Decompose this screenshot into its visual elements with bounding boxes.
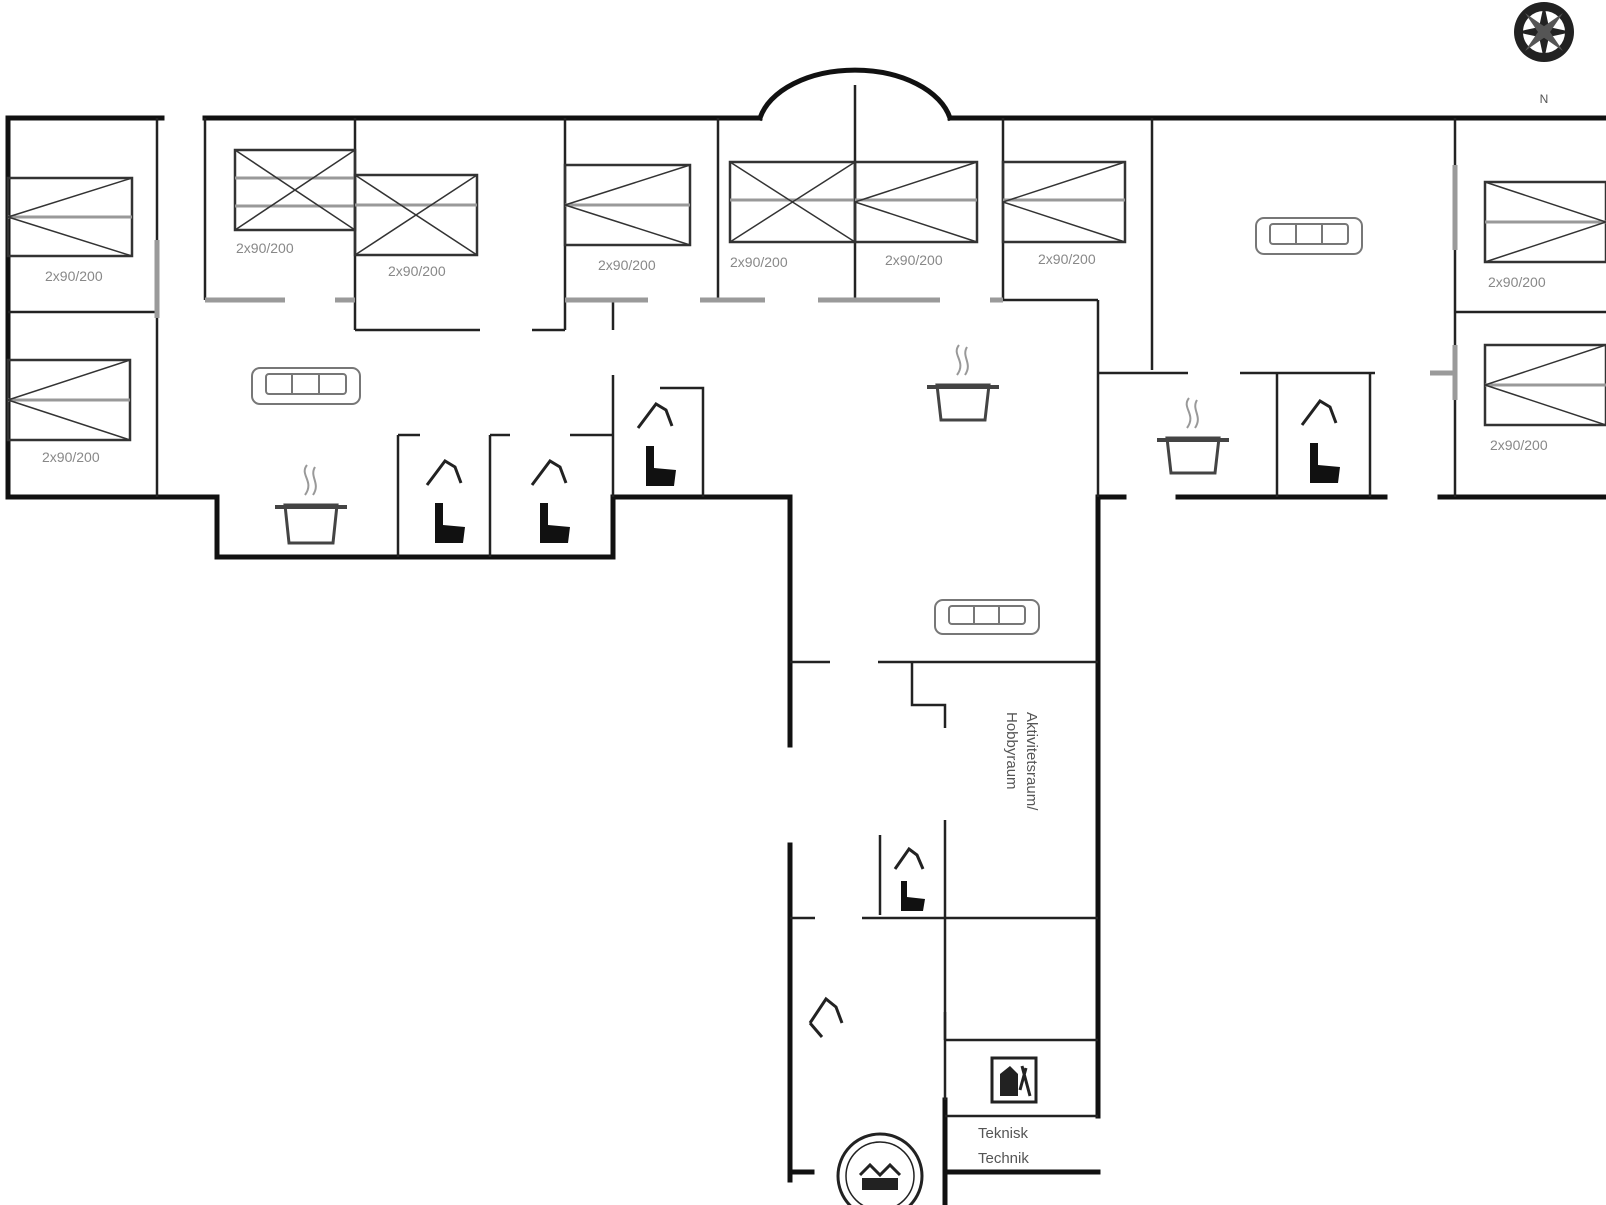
bed-label: 2x90/200 xyxy=(42,449,100,465)
bed-label: 2x90/200 xyxy=(598,257,656,273)
hobby-room-label: Hobbyraum xyxy=(1003,712,1020,790)
bed-label: 2x90/200 xyxy=(388,263,446,279)
cooking-pot-icon xyxy=(275,344,1229,545)
sofa-icon xyxy=(251,217,1363,635)
bed-labels: 2x90/200 2x90/200 2x90/200 2x90/200 2x90… xyxy=(42,240,1548,465)
bed-label: 2x90/200 xyxy=(45,268,103,284)
compass-icon xyxy=(1514,2,1574,62)
technical-room-label-da: Teknisk xyxy=(978,1125,1029,1142)
bed-label: 2x90/200 xyxy=(730,254,788,270)
washing-machine-icon xyxy=(990,1056,1038,1104)
bed-label: 2x90/200 xyxy=(1490,437,1548,453)
toilet-icon xyxy=(425,399,1340,1038)
heat-pump-icon xyxy=(836,1132,924,1205)
room-label-activity: Aktivitetsraum/ Hobbyraum xyxy=(1003,712,1040,811)
technical-room-label-de: Technik xyxy=(978,1150,1029,1167)
bed-icon xyxy=(6,148,1606,442)
bed-label: 2x90/200 xyxy=(1488,274,1546,290)
bed-label: 2x90/200 xyxy=(236,240,294,256)
bed-label: 2x90/200 xyxy=(1038,251,1096,267)
wall-openings xyxy=(154,165,1458,400)
north-label: N xyxy=(1540,92,1549,106)
activity-room-label: Aktivitetsraum/ xyxy=(1023,712,1040,811)
room-label-technical: Teknisk Technik xyxy=(978,1125,1029,1167)
bed-label: 2x90/200 xyxy=(885,252,943,268)
outer-walls xyxy=(5,67,1606,1205)
